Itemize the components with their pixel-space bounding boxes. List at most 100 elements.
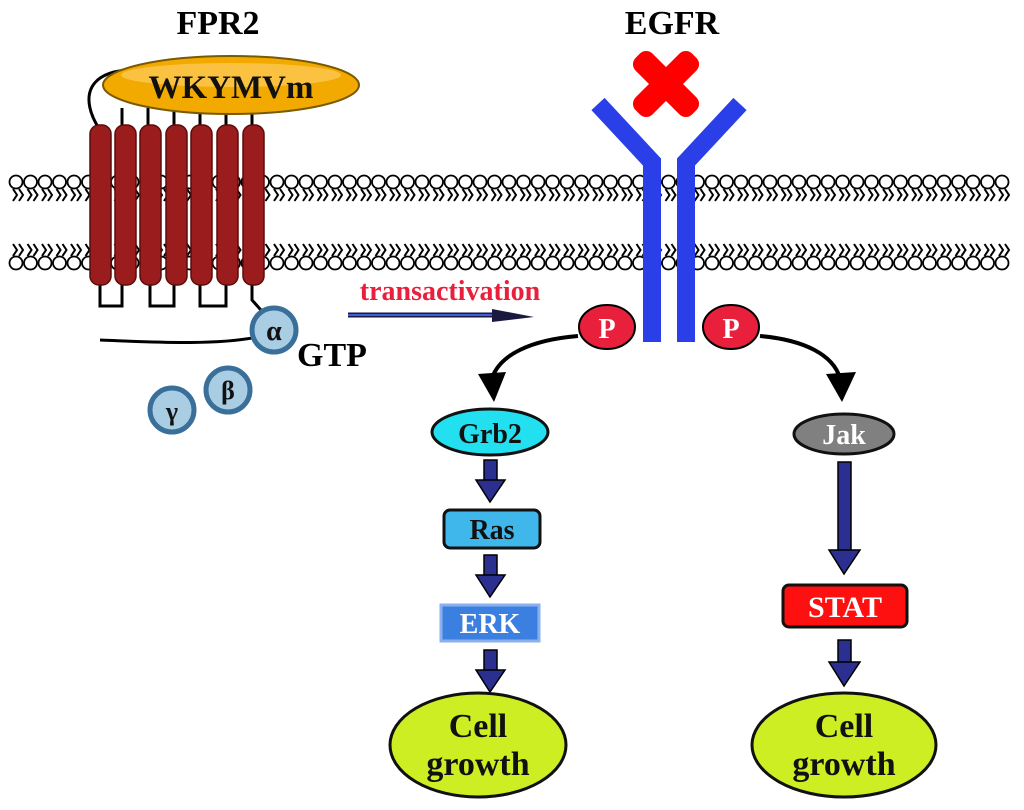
lipid-tail [780, 243, 793, 257]
lipid-tail [432, 188, 445, 202]
lipid-tail [345, 188, 358, 202]
arrow-erk-growth [474, 649, 507, 694]
lipid-tail [55, 188, 68, 202]
egfr-title: EGFR [625, 5, 720, 42]
lipid-tail [969, 188, 982, 202]
lipid-head [501, 255, 517, 271]
lipid-head [559, 174, 575, 190]
alpha-label: α [266, 316, 282, 347]
lipid-head [516, 255, 531, 271]
cell-growth-left: Cell growth [388, 691, 568, 799]
lipid-head [791, 174, 807, 190]
erk-node: ERK [439, 603, 541, 643]
lipid-tail [273, 243, 286, 257]
lipid-head [733, 174, 749, 190]
svg-text:Jak: Jak [822, 420, 866, 451]
lipid-head [414, 174, 430, 190]
lipid-tail [461, 188, 474, 202]
lipid-tail [606, 243, 619, 257]
lipid-head [748, 255, 763, 271]
fpr2-receptor [89, 124, 265, 286]
lipid-tail [780, 188, 793, 202]
lipid-head [385, 174, 401, 190]
lipid-tail [708, 243, 721, 257]
lipid-head [835, 174, 850, 190]
lipid-head [516, 174, 531, 190]
g-protein-beta: β [203, 365, 253, 415]
lipid-tail [403, 243, 416, 257]
lipid-tail [693, 243, 706, 257]
lipid-head [603, 174, 618, 190]
lipid-head [356, 174, 372, 190]
lipid-tail [331, 188, 344, 202]
lipid-tail [954, 188, 967, 202]
svg-text:STAT: STAT [808, 591, 882, 624]
lipid-tail [925, 188, 938, 202]
lipid-head [574, 174, 589, 190]
lipid-tail [534, 188, 547, 202]
lipid-head [617, 174, 633, 190]
lipid-head [298, 255, 314, 271]
lipid-tail [998, 188, 1011, 202]
lipid-tail [969, 243, 982, 257]
lipid-tail [606, 188, 619, 202]
lipid-tail [722, 188, 735, 202]
lipid-head [23, 255, 38, 271]
arrow-stat-growth [827, 639, 862, 688]
lipid-head [472, 255, 488, 271]
lipid-tail [461, 243, 474, 257]
lipid-tail [563, 243, 576, 257]
fpr2-helix-3 [139, 124, 162, 286]
lipid-head [443, 174, 459, 190]
lipid-tail [795, 243, 808, 257]
lipid-tail [70, 243, 83, 257]
lipid-tail [26, 243, 39, 257]
lipid-head [719, 174, 734, 190]
lipid-head [965, 255, 981, 271]
curved-arrow-right [759, 334, 856, 402]
lipid-head [719, 255, 734, 271]
lipid-tail [722, 243, 735, 257]
fpr2-title: FPR2 [176, 5, 259, 42]
lipid-tail [896, 188, 909, 202]
lipid-tail [577, 243, 590, 257]
lipid-tail [519, 243, 532, 257]
lipid-tail [896, 243, 909, 257]
lipid-head [530, 255, 546, 271]
svg-text:growth: growth [426, 746, 529, 783]
lipid-head [661, 255, 676, 271]
lipid-head [733, 255, 749, 271]
lipid-tail [998, 243, 1011, 257]
lipid-head [284, 255, 299, 271]
lipid-head [588, 255, 604, 271]
lipid-head [37, 174, 53, 190]
lipid-tail [476, 243, 489, 257]
lipid-tail [983, 243, 996, 257]
lipid-tail [838, 188, 851, 202]
lipid-head [269, 255, 285, 271]
lipid-head [501, 174, 517, 190]
lipid-tail [795, 188, 808, 202]
lipid-head [835, 255, 850, 271]
lipid-tail [867, 243, 880, 257]
lipid-head [530, 174, 546, 190]
lipid-head [52, 174, 67, 190]
lipid-tail [824, 243, 837, 257]
lipid-head [588, 174, 604, 190]
lipid-head [951, 174, 966, 190]
grb2-node: Grb2 [430, 407, 550, 457]
lipid-head [313, 174, 328, 190]
stat-node: STAT [781, 583, 909, 629]
lipid-tail [838, 243, 851, 257]
lipid-head [980, 255, 995, 271]
lipid-head [951, 255, 966, 271]
lipid-head [414, 255, 430, 271]
svg-text:P: P [598, 314, 615, 345]
lipid-tail [751, 188, 764, 202]
lipid-tail [287, 243, 300, 257]
lipid-tail [737, 243, 750, 257]
lipid-tail [389, 188, 402, 202]
lipid-head [849, 255, 865, 271]
lipid-head [487, 174, 502, 190]
lipid-head [922, 255, 937, 271]
